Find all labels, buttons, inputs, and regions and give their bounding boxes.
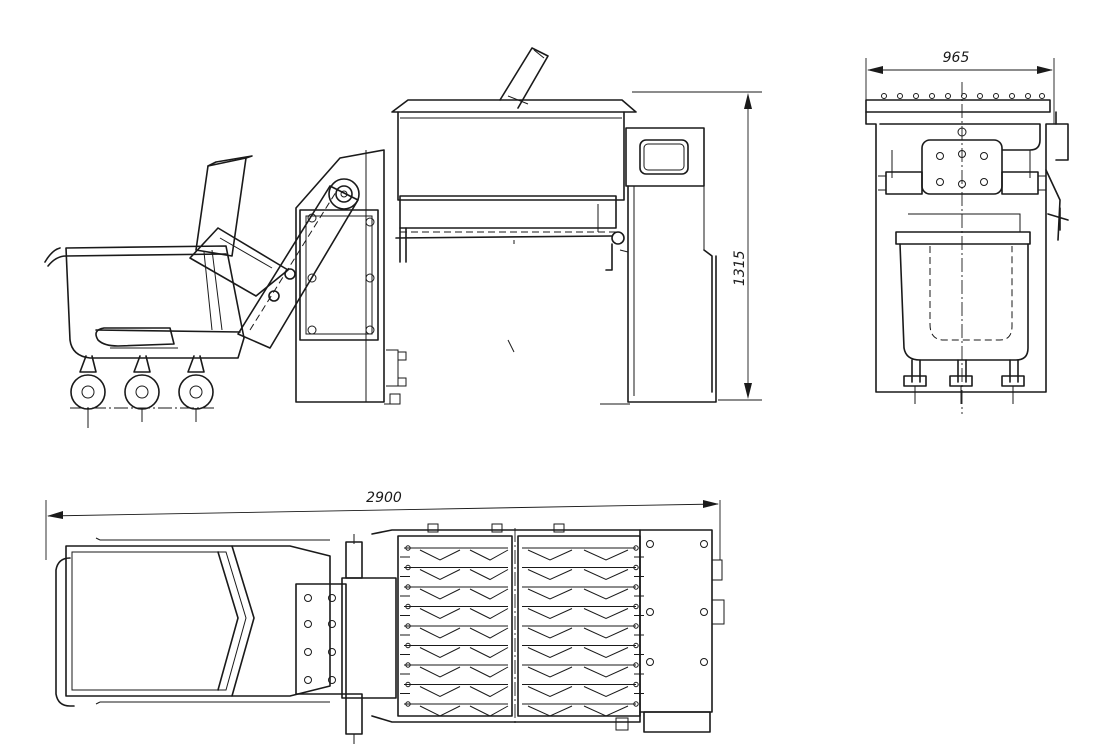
paddle-part — [405, 642, 411, 649]
paddle-part — [633, 603, 639, 610]
plan-lift — [295, 534, 397, 744]
paddle-part — [583, 627, 629, 639]
paddle-part — [405, 681, 411, 688]
cart-wheel — [70, 355, 106, 410]
paddle-part — [527, 647, 573, 659]
length-dimension: 2900 — [45, 490, 721, 560]
paddle-part — [469, 627, 509, 639]
paddle-part — [633, 642, 639, 649]
front-legs — [903, 359, 1025, 404]
paddle-part — [405, 662, 411, 668]
height-dimension-label: 1315 — [732, 250, 748, 286]
paddle-part — [527, 569, 573, 581]
drive-housing — [619, 127, 717, 403]
mixer — [391, 99, 637, 353]
paddle-part — [633, 662, 639, 668]
mount-bolt — [307, 213, 375, 335]
lid-rivets — [881, 93, 1045, 99]
paddle-part — [419, 705, 461, 717]
plan-mixer — [371, 523, 641, 731]
paddle-part — [583, 608, 629, 620]
paddle-part — [469, 647, 509, 659]
paddle-part — [583, 647, 629, 659]
paddle-part — [633, 623, 639, 629]
paddle-part — [633, 584, 639, 590]
plan-cart — [55, 537, 331, 707]
paddle-part — [527, 549, 573, 561]
paddle-part — [419, 549, 461, 561]
paddle-part — [527, 666, 573, 678]
paddle-part — [583, 666, 629, 678]
paddle-part — [405, 545, 411, 551]
tilted-bin — [189, 155, 289, 331]
lift-column — [295, 149, 407, 405]
paddle-part — [419, 588, 461, 600]
mixer-paddles — [400, 545, 644, 717]
paddle-part — [527, 608, 573, 620]
paddle-part — [633, 564, 639, 571]
loading-chute — [499, 47, 549, 109]
paddle-part — [405, 623, 411, 629]
paddle-part — [469, 588, 509, 600]
paddle-part — [583, 705, 629, 717]
length-dimension-label: 2900 — [366, 490, 402, 506]
paddle-part — [527, 627, 573, 639]
paddle-part — [419, 666, 461, 678]
paddle-part — [419, 608, 461, 620]
side-view: 1315 — [44, 47, 762, 428]
paddle-part — [469, 549, 509, 561]
front-view: 965 — [865, 50, 1069, 414]
paddle-part — [527, 588, 573, 600]
paddle-part — [633, 681, 639, 688]
paddle-part — [583, 569, 629, 581]
paddle-part — [405, 603, 411, 610]
paddle-part — [469, 569, 509, 581]
height-dimension: 1315 — [632, 91, 762, 401]
plan-drive — [639, 529, 725, 733]
paddle-part — [469, 686, 509, 698]
paddle-part — [633, 701, 639, 707]
paddle-part — [527, 686, 573, 698]
width-dimension: 965 — [865, 50, 1055, 124]
paddle-part — [469, 666, 509, 678]
width-dimension-label: 965 — [943, 50, 970, 66]
plan-view: 2900 — [45, 490, 725, 744]
mixing-tub — [895, 213, 1031, 361]
paddle-part — [583, 549, 629, 561]
cart-wheel — [178, 355, 214, 410]
paddle-part — [469, 608, 509, 620]
paddle-part — [583, 588, 629, 600]
cart — [44, 245, 245, 428]
main-shaft — [878, 169, 1069, 241]
paddle-part — [405, 584, 411, 590]
paddle-part — [419, 569, 461, 581]
paddle-part — [469, 705, 509, 717]
paddle-part — [583, 686, 629, 698]
paddle-part — [405, 701, 411, 707]
paddle-part — [419, 627, 461, 639]
paddle-part — [419, 647, 461, 659]
paddle-part — [405, 564, 411, 571]
paddle-part — [633, 545, 639, 551]
paddle-part — [527, 705, 573, 717]
cart-wheel — [124, 355, 160, 410]
paddle-part — [419, 686, 461, 698]
